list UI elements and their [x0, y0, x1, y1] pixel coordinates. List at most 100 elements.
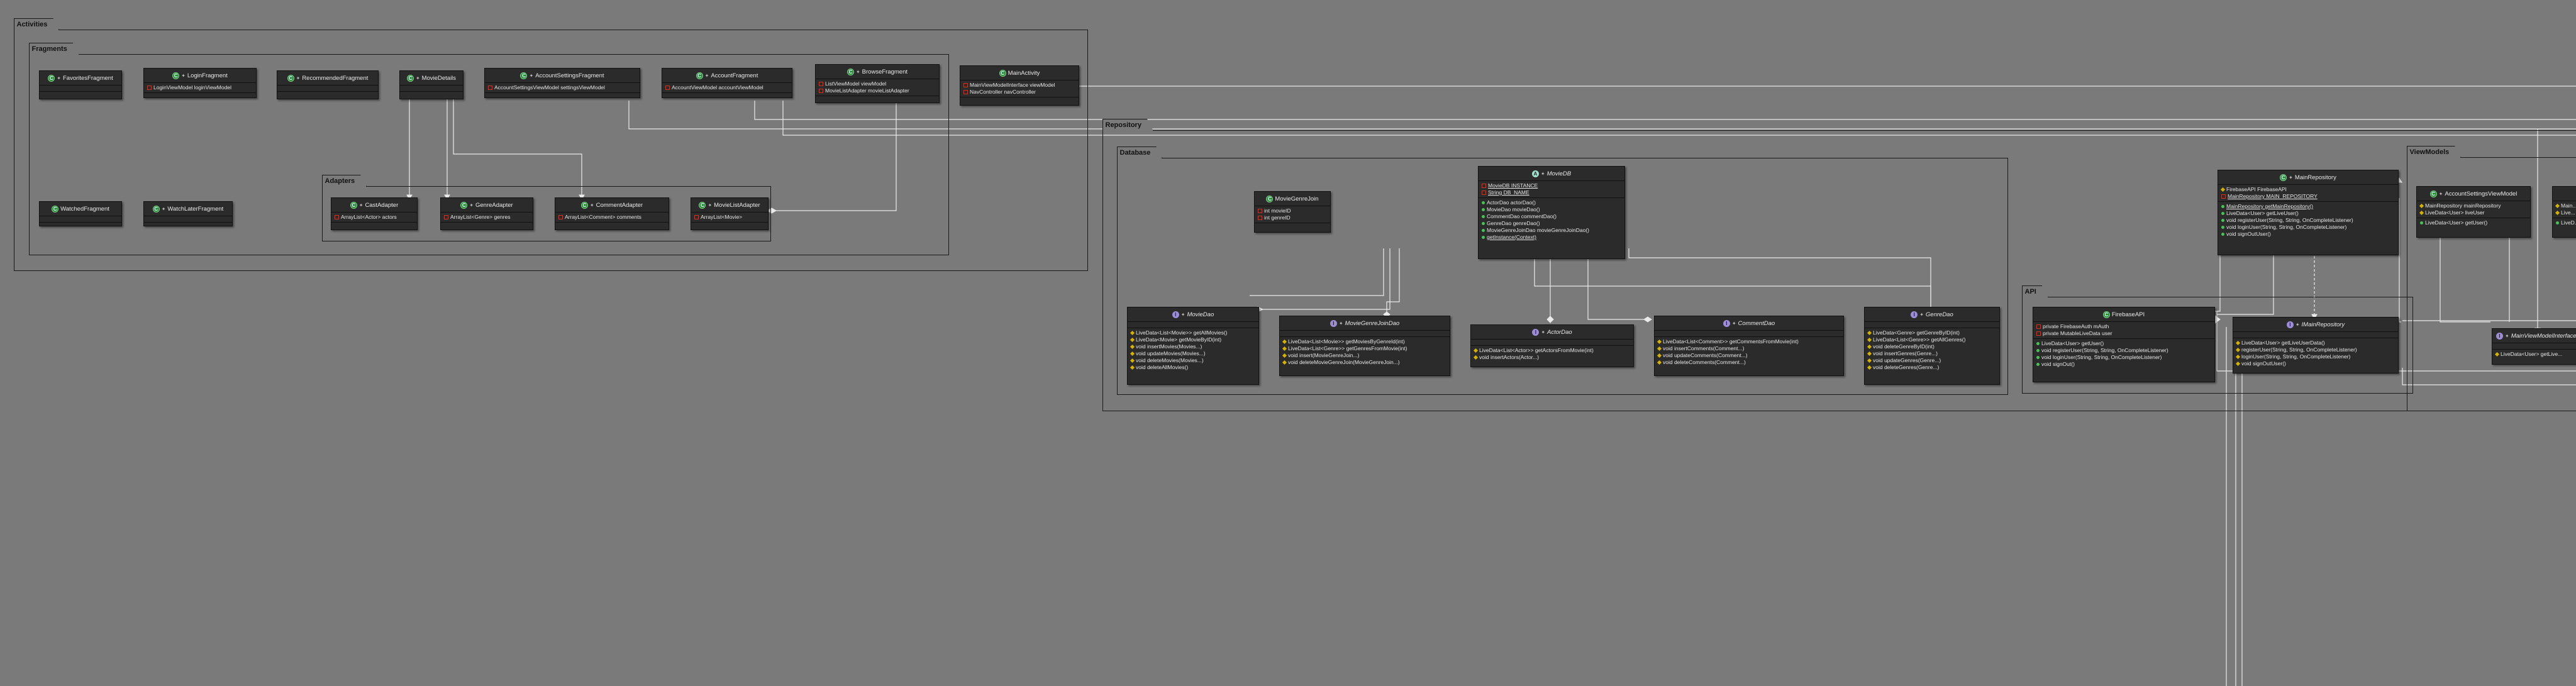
class-name: CommentAdapter — [596, 201, 643, 209]
field-row: MainRepository MAIN_REPOSITORY — [2228, 193, 2318, 199]
class-badge-icon: C — [696, 72, 703, 79]
class-badge-icon: C — [2102, 311, 2110, 318]
fields-section: LoginViewModel loginViewModel — [144, 83, 256, 93]
private-icon — [444, 215, 448, 220]
class-badge-icon: C — [287, 74, 294, 82]
fields-section — [1128, 322, 1258, 328]
class-name: AccountSettingsViewModel — [2445, 190, 2518, 197]
method-row: void deleteGenreByID(int) — [1873, 343, 1935, 350]
arrow-mainrepo-left — [2214, 315, 2221, 324]
method-row: LiveData<Movie> getMovieByID(int) — [1136, 336, 1222, 343]
class-name: MovieDao — [1187, 311, 1214, 318]
class-browsefragment[interactable]: C✦BrowseFragment ListViewModel viewModel… — [815, 64, 940, 103]
fields-section: private FirebaseAuth mAuth private Mutab… — [2033, 322, 2214, 339]
public-icon — [2221, 205, 2224, 209]
class-mainrepository[interactable]: C✦MainRepository FirebaseAPI FirebaseAPI… — [2218, 170, 2399, 255]
private-icon — [665, 86, 670, 91]
fields-section — [2492, 343, 2576, 350]
class-genreadapter[interactable]: C✦GenreAdapter ArrayList<Genre> genres — [440, 197, 533, 230]
class-accountsettingsviewmodel[interactable]: C✦AccountSettingsViewModel MainRepositor… — [2416, 186, 2531, 238]
class-name: GenreAdapter — [475, 201, 513, 209]
class-movielistadapter[interactable]: C✦MovieListAdapter ArrayList<Movie> — [691, 197, 769, 230]
class-name: FirebaseAPI — [2111, 311, 2145, 318]
class-watchlaterfragment[interactable]: C✦WatchLaterFragment — [143, 201, 233, 226]
abstract-icon — [1282, 340, 1287, 345]
abstract-icon — [2494, 352, 2500, 357]
method-row: void signOut() — [2041, 361, 2075, 367]
private-icon — [2036, 324, 2041, 329]
method-row: void registerUser(String, String, OnComp… — [2041, 347, 2168, 353]
method-row: LiveData<User> getUser() — [2425, 219, 2488, 226]
class-moviedb[interactable]: A✦MovieDB MovieDB INSTANCE String DB_NAM… — [1478, 166, 1625, 259]
fields-section: ArrayList<Comment> comments — [555, 213, 669, 223]
class-viewmodel-partial[interactable]: Main... Live... LiveD... — [2552, 186, 2576, 238]
class-genredao[interactable]: I✦GenreDao LiveData<Genre> getGenreByID(… — [1864, 307, 2000, 385]
class-recommendedfragment[interactable]: C✦RecommendedFragment — [277, 70, 379, 99]
fields-section: MainRepository mainRepository LiveData<U… — [2417, 201, 2530, 218]
methods-section: ActorDao actorDao() MovieDao movieDao() … — [1479, 198, 1624, 242]
methods-section — [691, 223, 768, 228]
class-accountfragment[interactable]: C✦AccountFragment AccountViewModel accou… — [662, 68, 792, 98]
method-row: void insert(MovieGenreJoin...) — [1288, 352, 1360, 358]
arrow-actordao — [1546, 316, 1554, 323]
class-favoritesfragment[interactable]: C✦FavoritesFragment — [39, 70, 122, 99]
class-badge-icon: C — [172, 72, 180, 79]
class-name: WatchedFragment — [60, 205, 109, 213]
fields-section: AccountViewModel accountViewModel — [662, 83, 792, 93]
package-viewmodels: ViewModels — [2407, 157, 2576, 411]
class-commentdao[interactable]: I✦CommentDao LiveData<List<Comment>> get… — [1654, 316, 1844, 376]
class-actordao[interactable]: I✦ActorDao LiveData<List<Actor>> getActo… — [1470, 324, 1634, 367]
public-icon — [2556, 221, 2559, 225]
abstract-badge-icon: A — [1531, 170, 1539, 177]
interface-badge-icon: I — [1532, 328, 1540, 336]
class-name: CommentDao — [1738, 319, 1775, 327]
public-icon — [2221, 212, 2224, 216]
package-database-label: Database — [1117, 147, 1163, 158]
class-loginfragment[interactable]: C✦LoginFragment LoginViewModel loginView… — [143, 68, 257, 98]
class-imainrepository[interactable]: I✦IMainRepository LiveData<User> getLive… — [2233, 317, 2399, 373]
protected-icon — [2419, 211, 2424, 216]
fields-section — [1655, 331, 1843, 337]
arrow-commentadapter — [579, 194, 585, 201]
accountfragment-line — [754, 101, 2576, 120]
method-row: void deleteGenres(Genre...) — [1873, 364, 1940, 370]
field-row: int movieID — [1264, 207, 1291, 214]
class-badge-icon: C — [350, 201, 357, 209]
methods-section — [441, 223, 533, 228]
method-row: void loginUser(String, String, OnComplet… — [2041, 354, 2162, 360]
fields-section: MovieDB INSTANCE String DB_NAME — [1479, 181, 1624, 198]
methods-section — [40, 223, 121, 228]
class-castadapter[interactable]: C✦CastAdapter ArrayList<Actor> actors — [331, 197, 418, 230]
field-row: FirebaseAPI FirebaseAPI — [2226, 186, 2287, 192]
class-accountsettingsfragment[interactable]: C✦AccountSettingsFragment AccountSetting… — [484, 68, 640, 98]
abstract-icon — [1867, 358, 1872, 363]
public-icon — [1482, 229, 1485, 233]
class-mainviewmodelinterface[interactable]: I✦MainViewModelInterface LiveData<User> … — [2492, 328, 2576, 365]
moviedb-genrejoin-connector — [1386, 248, 1400, 318]
method-row: MainRepository getMainRepository() — [2226, 203, 2313, 209]
class-name: AccountFragment — [711, 72, 758, 79]
interface-badge-icon: I — [1911, 311, 1918, 318]
fields-section — [1471, 340, 1633, 346]
method-row: void deleteComments(Comment...) — [1663, 359, 1746, 365]
methods-section — [277, 92, 378, 97]
field-row: ArrayList<Genre> genres — [450, 214, 511, 220]
class-moviedao[interactable]: I✦MovieDao LiveData<List<Movie>> getAllM… — [1127, 307, 1259, 385]
fields-section: Main... Live... — [2553, 201, 2576, 218]
class-moviedetails[interactable]: C✦MovieDetails — [399, 70, 464, 99]
methods-section — [400, 92, 463, 97]
field-row: ArrayList<Comment> comments — [565, 214, 641, 220]
class-commentadapter[interactable]: C✦CommentAdapter ArrayList<Comment> comm… — [555, 197, 669, 230]
private-icon — [963, 90, 968, 95]
field-row: MainRepository mainRepository — [2425, 202, 2501, 209]
fields-section — [144, 216, 232, 223]
field-row: LoginViewModel loginViewModel — [153, 84, 231, 91]
package-activities-label: Activities — [14, 18, 60, 30]
package-fragments-label: Fragments — [29, 43, 79, 55]
method-row: void signOutUser() — [2241, 360, 2286, 367]
class-moviegenrejoindao[interactable]: I✦MovieGenreJoinDao LiveData<List<Movie>… — [1279, 316, 1450, 376]
